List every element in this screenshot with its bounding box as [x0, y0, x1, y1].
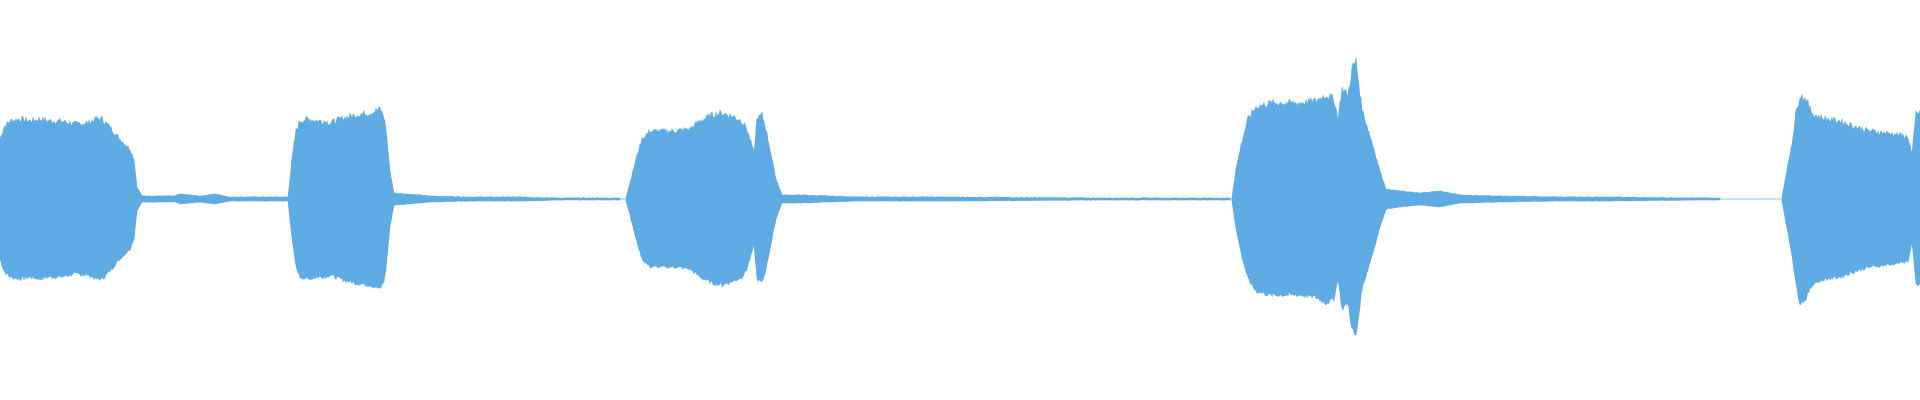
waveform-segment-2	[287, 105, 621, 289]
waveform-segment-1	[0, 115, 289, 282]
waveform-segments	[0, 57, 1920, 336]
waveform-segment-5	[1781, 94, 1920, 306]
waveform-segment-3	[625, 109, 1231, 288]
waveform-segment-4	[1231, 57, 1721, 336]
